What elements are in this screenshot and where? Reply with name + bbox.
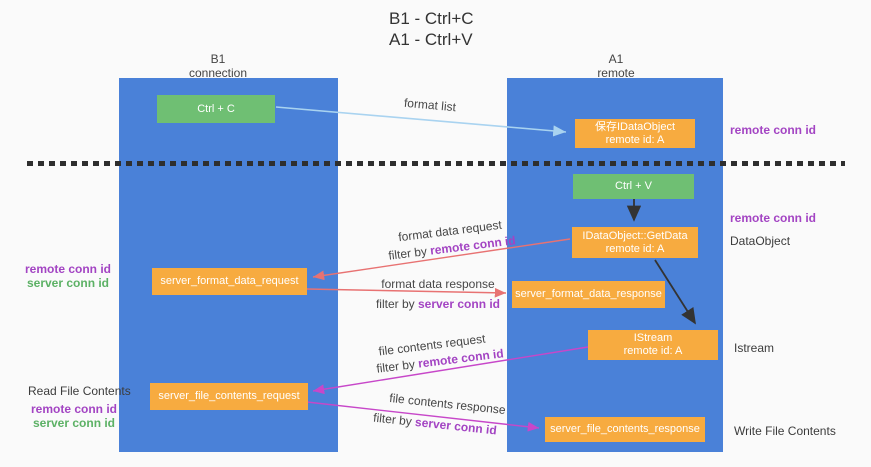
label-read-file-contents: Read File Contents (28, 384, 131, 398)
node-idataobject-getdata-line1: IDataObject::GetData (582, 229, 688, 242)
label-format-list: format list (403, 95, 457, 115)
node-server-format-data-response: server_format_data_response (512, 281, 665, 308)
node-istream-line2: remote id: A (623, 345, 683, 357)
label-istream-right: Istream (734, 341, 775, 355)
title-line-1: B1 - Ctrl+C (389, 9, 474, 28)
diagram-title: B1 - Ctrl+C A1 - Ctrl+V (389, 8, 474, 50)
column-a1-name: A1 (608, 52, 624, 66)
node-server-format-data-request-label: server_format_data_request (160, 275, 299, 287)
node-ctrl-c: Ctrl + C (157, 95, 275, 123)
node-istream: IStream remote id: A (588, 330, 718, 360)
label-filter-by-server-conn-id-1: filter by server conn id (375, 297, 501, 311)
title-line-2: A1 - Ctrl+V (389, 30, 473, 49)
label-server-conn-id-bottom-left: server conn id (32, 416, 116, 430)
node-idataobject-getdata: IDataObject::GetData remote id: A (572, 227, 698, 258)
node-save-idataobject-line1: 保存IDataObject (594, 120, 676, 133)
label-dataobject: DataObject (730, 234, 791, 248)
node-server-file-contents-response: server_file_contents_response (545, 417, 705, 442)
node-server-format-data-request: server_format_data_request (152, 268, 307, 295)
column-a1-subtitle: remote (597, 66, 635, 80)
node-idataobject-getdata-line2: remote id: A (605, 242, 665, 255)
node-server-file-contents-request: server_file_contents_request (150, 383, 308, 410)
label-write-file-contents: Write File Contents (734, 424, 836, 438)
label-format-data-response: format data response (381, 277, 495, 291)
node-ctrl-v: Ctrl + V (573, 174, 694, 199)
label-conn-ids-bottom-left: remote conn id server conn id (31, 402, 117, 430)
column-b1-subtitle: connection (188, 66, 248, 80)
node-server-file-contents-response-label: server_file_contents_response (550, 423, 700, 435)
node-istream-line1: IStream (633, 332, 673, 344)
label-remote-conn-id-mid-right: remote conn id (730, 211, 817, 225)
label-remote-conn-id-top-right: remote conn id (730, 123, 817, 137)
column-b1-name: B1 (210, 52, 226, 66)
node-save-idataobject-line2: remote id: A (605, 133, 665, 146)
label-remote-conn-id-bottom-left: remote conn id (31, 402, 118, 416)
node-ctrl-v-label: Ctrl + V (615, 180, 652, 192)
session-divider (27, 161, 845, 166)
label-remote-conn-id-mid-left: remote conn id (25, 262, 112, 276)
column-header-b1: B1 connection (158, 52, 278, 80)
label-conn-ids-mid-left: remote conn id server conn id (25, 262, 111, 290)
node-ctrl-c-label: Ctrl + C (197, 102, 235, 115)
label-server-conn-id-mid-left: server conn id (26, 276, 110, 290)
column-header-a1: A1 remote (556, 52, 676, 80)
node-save-idataobject: 保存IDataObject remote id: A (575, 119, 695, 148)
node-server-format-data-response-label: server_format_data_response (515, 288, 662, 300)
node-server-file-contents-request-label: server_file_contents_request (158, 390, 300, 402)
